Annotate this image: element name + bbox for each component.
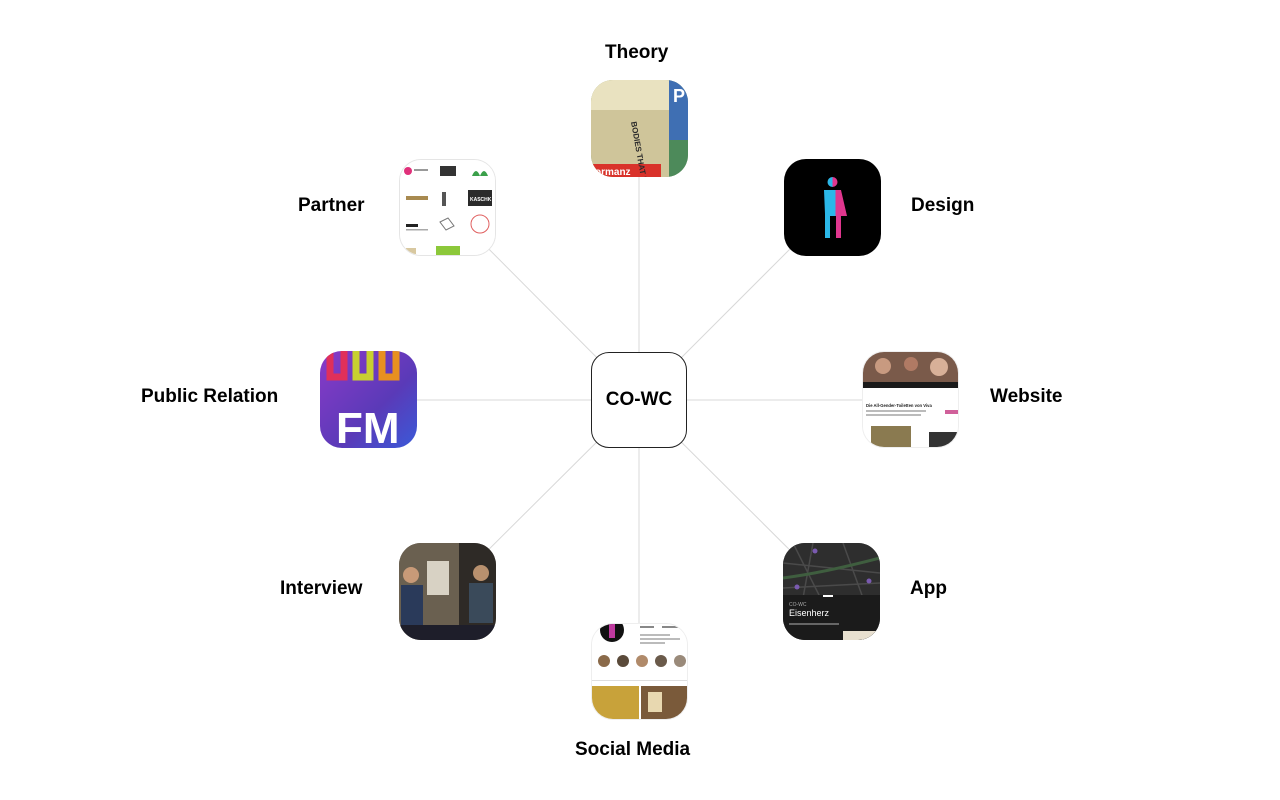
social-media-thumbnail[interactable] — [591, 623, 688, 720]
svg-text:ormanz: ormanz — [595, 167, 631, 177]
theory-image: BODIES THAT MATTER P ormanz — [591, 80, 688, 177]
partner-logo-text: KASCHK — [470, 197, 492, 203]
label-partner: Partner — [298, 195, 365, 216]
radio-logo-image: FM — [320, 351, 417, 448]
radio-logo-text: FM — [336, 404, 400, 448]
label-theory: Theory — [605, 42, 669, 63]
website-image: Die All-Gender-Toiletten von Viva — [863, 352, 958, 447]
design-thumbnail[interactable] — [784, 159, 881, 256]
app-thumbnail[interactable]: CO-WC Eisenherz — [783, 543, 880, 640]
map-image: CO-WC Eisenherz — [783, 543, 880, 640]
social-media-image — [592, 624, 687, 719]
interview-thumbnail[interactable] — [399, 543, 496, 640]
public-relation-thumbnail[interactable]: FM — [320, 351, 417, 448]
app-place-name: Eisenherz — [789, 608, 830, 618]
svg-text:P: P — [673, 86, 685, 106]
label-app: App — [910, 578, 947, 599]
website-thumbnail[interactable]: Die All-Gender-Toiletten von Viva — [862, 351, 959, 448]
app-subtitle: CO-WC — [789, 602, 807, 608]
theory-thumbnail[interactable]: BODIES THAT MATTER P ormanz — [591, 80, 688, 177]
label-design: Design — [911, 195, 975, 216]
label-social-media: Social Media — [575, 739, 691, 760]
interview-image — [399, 543, 496, 640]
center-label: CO-WC — [605, 389, 673, 410]
label-website: Website — [990, 386, 1063, 407]
gender-symbol-icon — [824, 177, 847, 238]
label-interview: Interview — [280, 578, 363, 599]
partner-thumbnail[interactable]: KASCHK — [399, 159, 496, 256]
website-headline: Die All-Gender-Toiletten von Viva — [866, 403, 932, 408]
center-node[interactable]: CO-WC — [591, 352, 687, 448]
label-public-relation: Public Relation — [141, 386, 279, 407]
partner-logos-image: KASCHK — [400, 160, 495, 255]
